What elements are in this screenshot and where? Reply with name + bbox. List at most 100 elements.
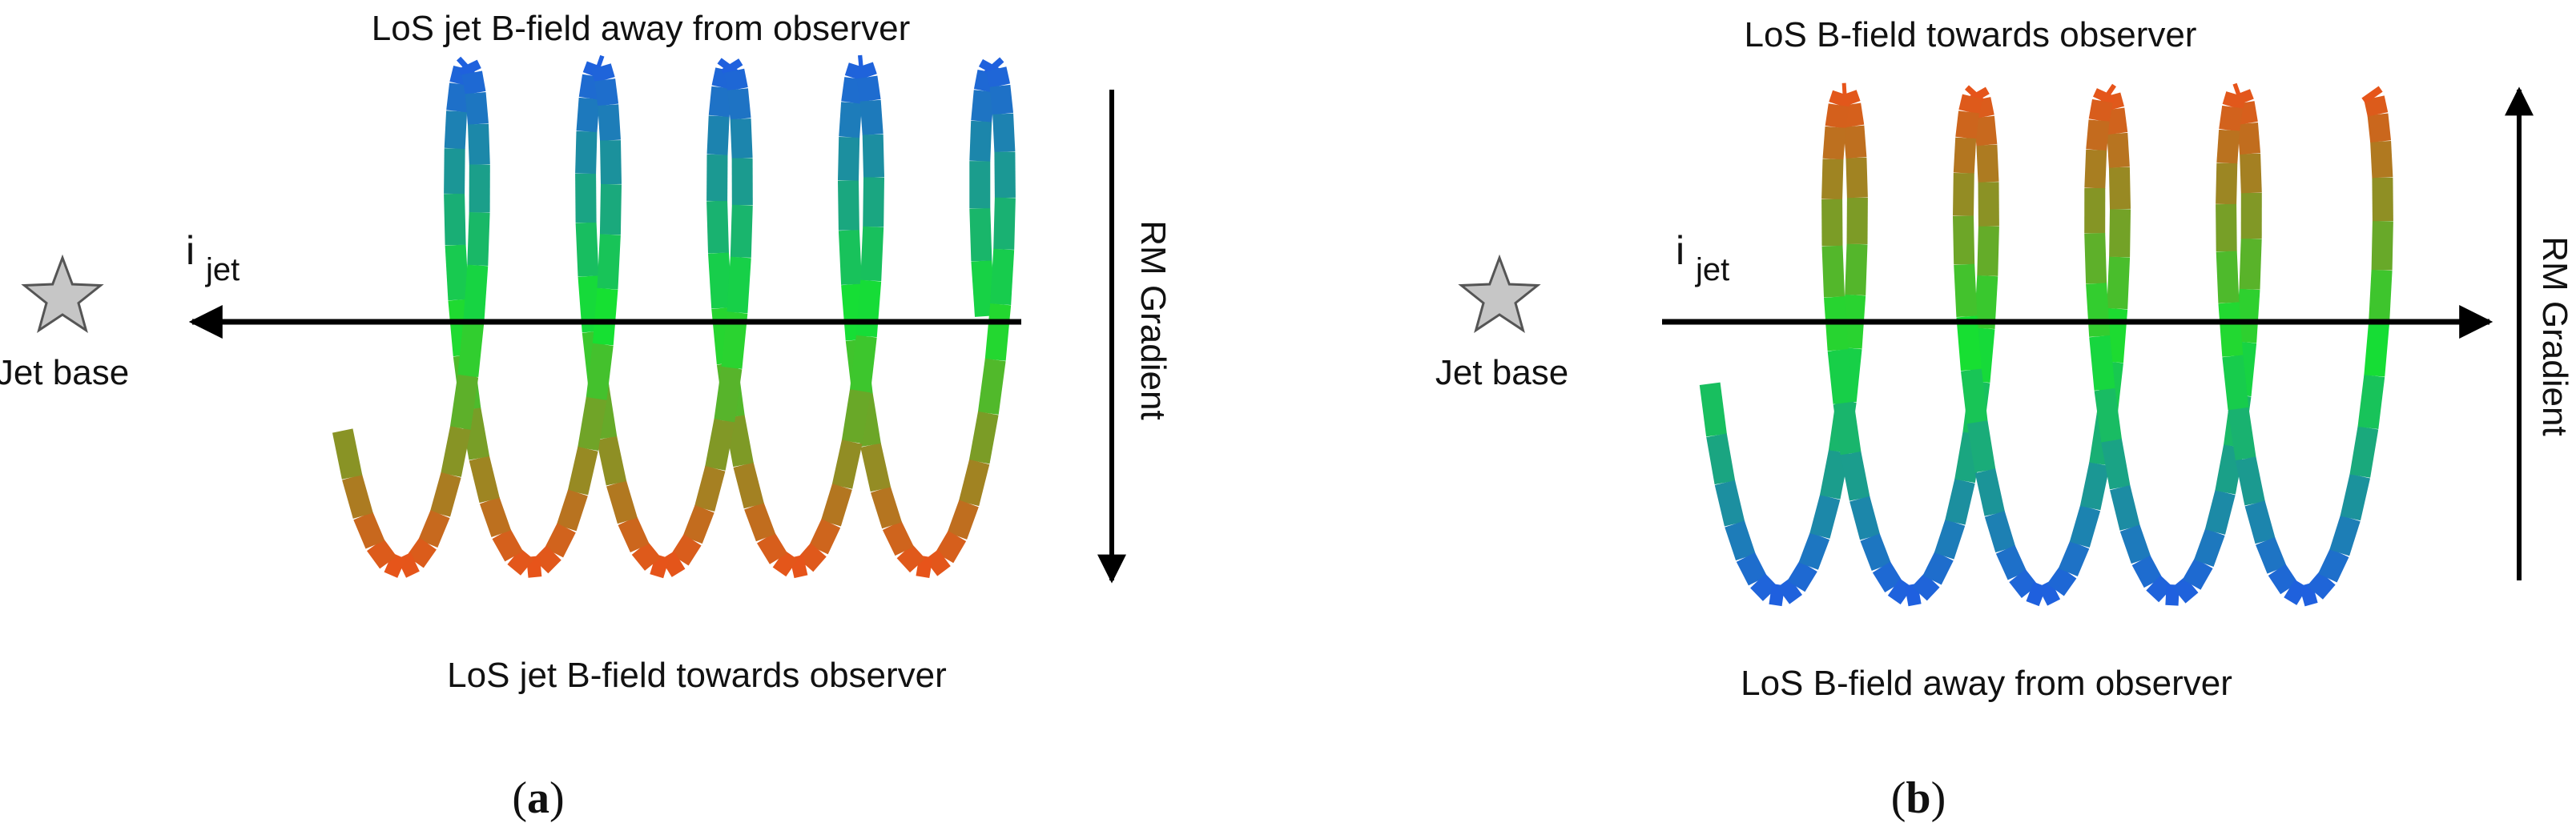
- panel-b-bottom-label: LoS B-field away from observer: [1741, 664, 2232, 703]
- helix-segment: [856, 75, 881, 102]
- helix-segment: [468, 123, 490, 166]
- helix-segment: [2222, 91, 2247, 110]
- helix-segment: [1827, 349, 1854, 404]
- helix-segment: [461, 70, 486, 95]
- helix-segment: [2369, 269, 2393, 323]
- helix-segment: [2216, 163, 2238, 205]
- helix-segment: [1984, 511, 2016, 553]
- helix-segment: [2088, 98, 2113, 122]
- helix-segment: [862, 134, 884, 178]
- helix-segment: [2232, 82, 2244, 105]
- panel-a-caption: (a): [512, 773, 564, 823]
- helix-segment: [2103, 307, 2128, 363]
- helix-segment: [2107, 256, 2131, 310]
- helix-segment: [590, 63, 615, 83]
- helix-segment: [977, 358, 1006, 415]
- helix-segment: [1809, 494, 1841, 539]
- helix-segment: [444, 110, 468, 150]
- helix-segment: [916, 555, 933, 579]
- panel-b-jet-base-star-icon: [1458, 254, 1541, 333]
- helix-segment: [467, 211, 490, 266]
- helix-segment: [744, 502, 776, 542]
- helix-segment: [2194, 528, 2225, 568]
- helix-segment: [882, 520, 914, 556]
- helix-segment: [756, 532, 788, 564]
- panel-b-jet-label-main: i: [1676, 228, 1684, 273]
- helix-segment: [789, 555, 808, 579]
- helix-segment: [863, 177, 884, 227]
- helix-segment: [1787, 560, 1817, 592]
- helix-segment: [1977, 226, 1999, 276]
- helix-segment: [599, 183, 622, 235]
- panel-b: LoS B-field towards observer LoS B-field…: [1435, 15, 2574, 823]
- panel-a-jet-label: i jet: [186, 228, 239, 287]
- helix-segment: [2370, 140, 2393, 179]
- helix-segment: [1964, 85, 1985, 104]
- helix-segment: [2239, 238, 2262, 290]
- helix-segment: [2084, 149, 2107, 189]
- helix-segment: [860, 226, 884, 282]
- helix-segment: [533, 545, 561, 574]
- helix-segment: [429, 472, 461, 517]
- helix-segment: [723, 68, 748, 92]
- panel-b-caption-letter: b: [1906, 773, 1930, 823]
- helix-segment: [2364, 95, 2389, 117]
- panel-a-caption-letter: a: [527, 773, 549, 823]
- helix-segment: [971, 90, 995, 122]
- helix-segment: [396, 552, 420, 578]
- helix-segment: [2038, 580, 2061, 606]
- helix-segment: [332, 428, 363, 480]
- helix-segment: [507, 548, 534, 576]
- helix-segment: [2079, 461, 2110, 511]
- helix-segment: [1860, 533, 1892, 572]
- helix-segment: [721, 58, 743, 77]
- helix-segment: [1845, 243, 1868, 295]
- helix-segment: [384, 552, 406, 578]
- helix-segment: [1956, 315, 1982, 371]
- helix-segment: [1714, 480, 1745, 527]
- helix-segment: [714, 366, 743, 423]
- helix-segment: [984, 57, 1004, 76]
- helix-segment: [446, 82, 470, 113]
- panel-a-gradient-label: RM Gradient: [1133, 220, 1173, 420]
- helix-segment: [694, 465, 726, 512]
- helix-segment: [1960, 368, 1988, 424]
- helix-segment: [706, 115, 730, 155]
- helix-segment: [2216, 129, 2240, 164]
- helix-segment: [444, 193, 466, 246]
- helix-segment: [353, 512, 385, 549]
- helix-segment: [896, 544, 926, 573]
- helix-segment: [1819, 449, 1849, 500]
- helix-segment: [342, 474, 373, 519]
- helix-segment: [947, 500, 979, 540]
- helix-segment: [730, 204, 753, 258]
- helix-segment: [2109, 209, 2131, 258]
- helix-segment: [544, 523, 576, 558]
- helix-segment: [578, 396, 607, 451]
- helix-segment: [1976, 144, 1999, 183]
- helix-segment: [465, 91, 489, 126]
- helix-segment: [2084, 233, 2107, 284]
- helix-segment: [2361, 86, 2383, 104]
- helix-segment: [2092, 88, 2116, 106]
- helix-segment: [2371, 220, 2393, 271]
- helix-segment: [578, 74, 603, 100]
- helix-segment: [969, 207, 992, 262]
- helix-segment: [1995, 544, 2027, 580]
- helix-segment: [2165, 584, 2180, 606]
- helix-segment: [958, 459, 990, 507]
- helix-segment: [2089, 335, 2115, 391]
- helix-segment: [986, 66, 1011, 89]
- helix-segment: [992, 113, 1016, 153]
- panel-b-helix: [1699, 82, 2393, 607]
- helix-segment: [2086, 283, 2111, 337]
- helix-segment: [2235, 456, 2265, 506]
- helix-segment: [2307, 571, 2336, 600]
- helix-segment: [1822, 126, 1846, 160]
- helix-segment: [406, 537, 437, 568]
- helix-segment: [2086, 119, 2110, 151]
- helix-segment: [575, 222, 599, 277]
- helix-segment: [598, 104, 621, 142]
- panel-b-caption: (b): [1891, 773, 1946, 823]
- helix-segment: [2329, 515, 2361, 556]
